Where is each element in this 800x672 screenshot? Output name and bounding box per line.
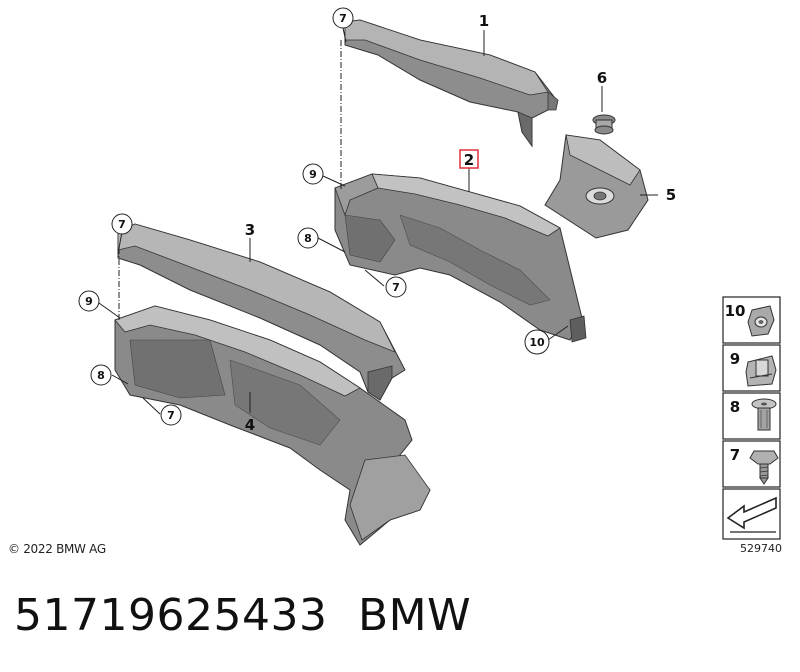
part-2-upper-housing [334,173,587,343]
part-number: 51719625433 [14,590,328,641]
part-3-lower-bar [117,223,406,401]
callout-7-left: 7 [111,213,133,235]
svg-text:9: 9 [730,350,740,368]
svg-text:7: 7 [167,409,175,422]
svg-text:10: 10 [725,302,746,320]
assembly-lines [118,40,342,322]
spring-clip-icon [745,355,777,387]
brand-name: BMW [358,590,472,641]
svg-text:7: 7 [339,12,347,25]
part-5-bracket [544,134,649,239]
svg-text:2: 2 [464,151,474,169]
svg-text:8: 8 [304,232,312,245]
svg-text:7: 7 [730,446,740,464]
leader-lines [98,27,658,415]
callout-9-upper: 9 [302,163,324,185]
callout-8-left: 8 [90,364,112,386]
svg-text:8: 8 [97,369,105,382]
svg-text:10: 10 [529,336,545,349]
fastener-legend: 10 9 8 7 [722,296,781,540]
clip-nut-icon [747,305,775,337]
callout-1: 1 [479,12,489,30]
screw-icon [749,450,779,485]
callout-2-highlighted: 2 [459,149,479,169]
direction-arrow-icon [726,496,777,533]
expansion-rivet-icon [751,398,777,431]
part-6-nut [592,114,616,135]
part-1-upper-bar [344,19,559,148]
callout-5: 5 [666,186,676,204]
svg-text:7: 7 [118,218,126,231]
svg-text:9: 9 [309,168,317,181]
callout-7-upper-mid: 7 [385,276,407,298]
svg-text:8: 8 [730,398,740,416]
svg-text:7: 7 [392,281,400,294]
callout-3: 3 [245,221,255,239]
callout-8-upper: 8 [297,227,319,249]
callout-7-top: 7 [332,7,354,29]
svg-text:9: 9 [85,295,93,308]
diagram-id: 529740 [740,542,782,555]
callout-10: 10 [524,329,550,355]
callout-4: 4 [245,416,255,434]
callout-9-left: 9 [78,290,100,312]
callout-6: 6 [597,69,607,87]
part-4-lower-housing [114,305,431,546]
callout-7-lower: 7 [160,404,182,426]
copyright-text: © 2022 BMW AG [8,542,106,556]
